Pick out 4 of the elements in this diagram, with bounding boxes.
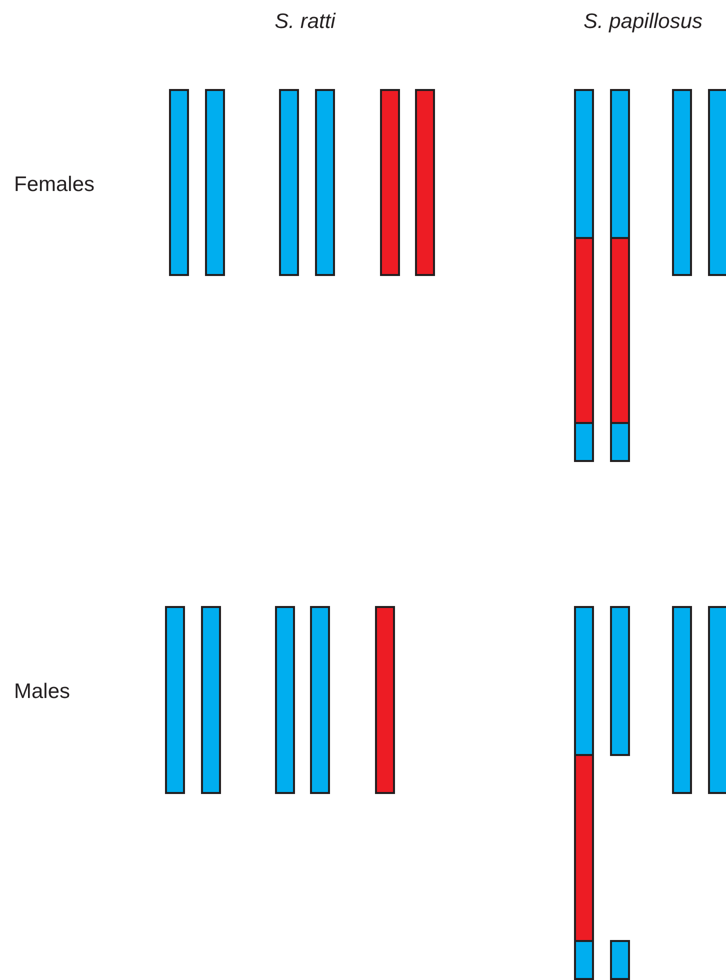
species-label: S. ratti bbox=[274, 9, 337, 35]
species-label: S. papillosus bbox=[582, 9, 704, 35]
sex-label: Males bbox=[14, 679, 70, 705]
sex-label: Females bbox=[14, 172, 95, 198]
